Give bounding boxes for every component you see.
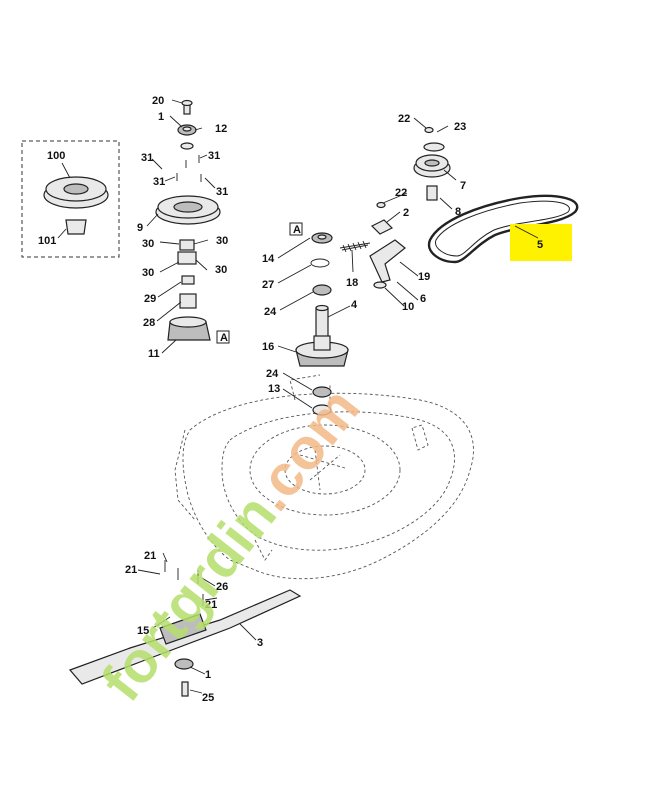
label-100: 100 [47, 150, 65, 162]
label-8: 8 [455, 206, 461, 218]
label-2: 2 [403, 207, 409, 219]
label-1: 1 [205, 669, 211, 681]
label-31: 31 [141, 152, 153, 164]
label-27: 27 [262, 279, 274, 291]
label-1: 1 [158, 111, 164, 123]
label-31: 31 [208, 150, 220, 162]
label-12: 12 [215, 123, 227, 135]
label-13: 13 [268, 383, 280, 395]
label-15: 15 [137, 625, 149, 637]
label-10: 10 [402, 301, 414, 313]
mower-deck [174, 374, 474, 580]
label-22: 22 [398, 113, 410, 125]
label-30: 30 [215, 264, 227, 276]
blade-assembly [68, 552, 302, 697]
label-101: 101 [38, 235, 56, 247]
label-18: 18 [346, 277, 358, 289]
ref-a: A [293, 224, 301, 236]
label-5: 5 [537, 239, 543, 251]
label-14: 14 [262, 253, 275, 265]
label-3: 3 [257, 637, 263, 649]
label-6: 6 [420, 293, 426, 305]
label-31: 31 [216, 186, 228, 198]
label-24: 24 [266, 368, 279, 380]
label-26: 26 [216, 581, 228, 593]
label-29: 29 [144, 293, 156, 305]
label-30: 30 [142, 267, 154, 279]
belt-5 [427, 194, 579, 264]
label-9: 9 [137, 222, 143, 234]
label-30: 30 [142, 238, 154, 250]
label-21: 21 [205, 599, 217, 611]
label-21: 21 [144, 550, 156, 562]
label-7: 7 [460, 180, 466, 192]
label-22: 22 [395, 187, 407, 199]
watermark: fortgrdin.com [89, 376, 372, 713]
label-21: 21 [125, 564, 137, 576]
watermark-text: fortgrdin.com [89, 376, 372, 713]
label-4: 4 [351, 299, 358, 311]
label-28: 28 [143, 317, 155, 329]
spindle-assembly [216, 222, 419, 416]
inset-box-100-101 [21, 140, 120, 258]
label-20: 20 [152, 95, 164, 107]
label-24: 24 [264, 306, 277, 318]
label-30: 30 [216, 235, 228, 247]
label-16: 16 [262, 341, 274, 353]
label-25: 25 [202, 692, 214, 704]
left-pulley-assembly [146, 99, 221, 354]
label-23: 23 [454, 121, 466, 133]
part-labels: 20 1 12 31 31 31 31 9 30 30 30 30 29 28 … [38, 95, 543, 704]
label-31: 31 [153, 176, 165, 188]
highlight-box-5 [510, 224, 572, 261]
label-19: 19 [418, 271, 430, 283]
ref-a: A [220, 332, 228, 344]
label-11: 11 [148, 348, 160, 360]
idler-assembly [370, 117, 457, 235]
